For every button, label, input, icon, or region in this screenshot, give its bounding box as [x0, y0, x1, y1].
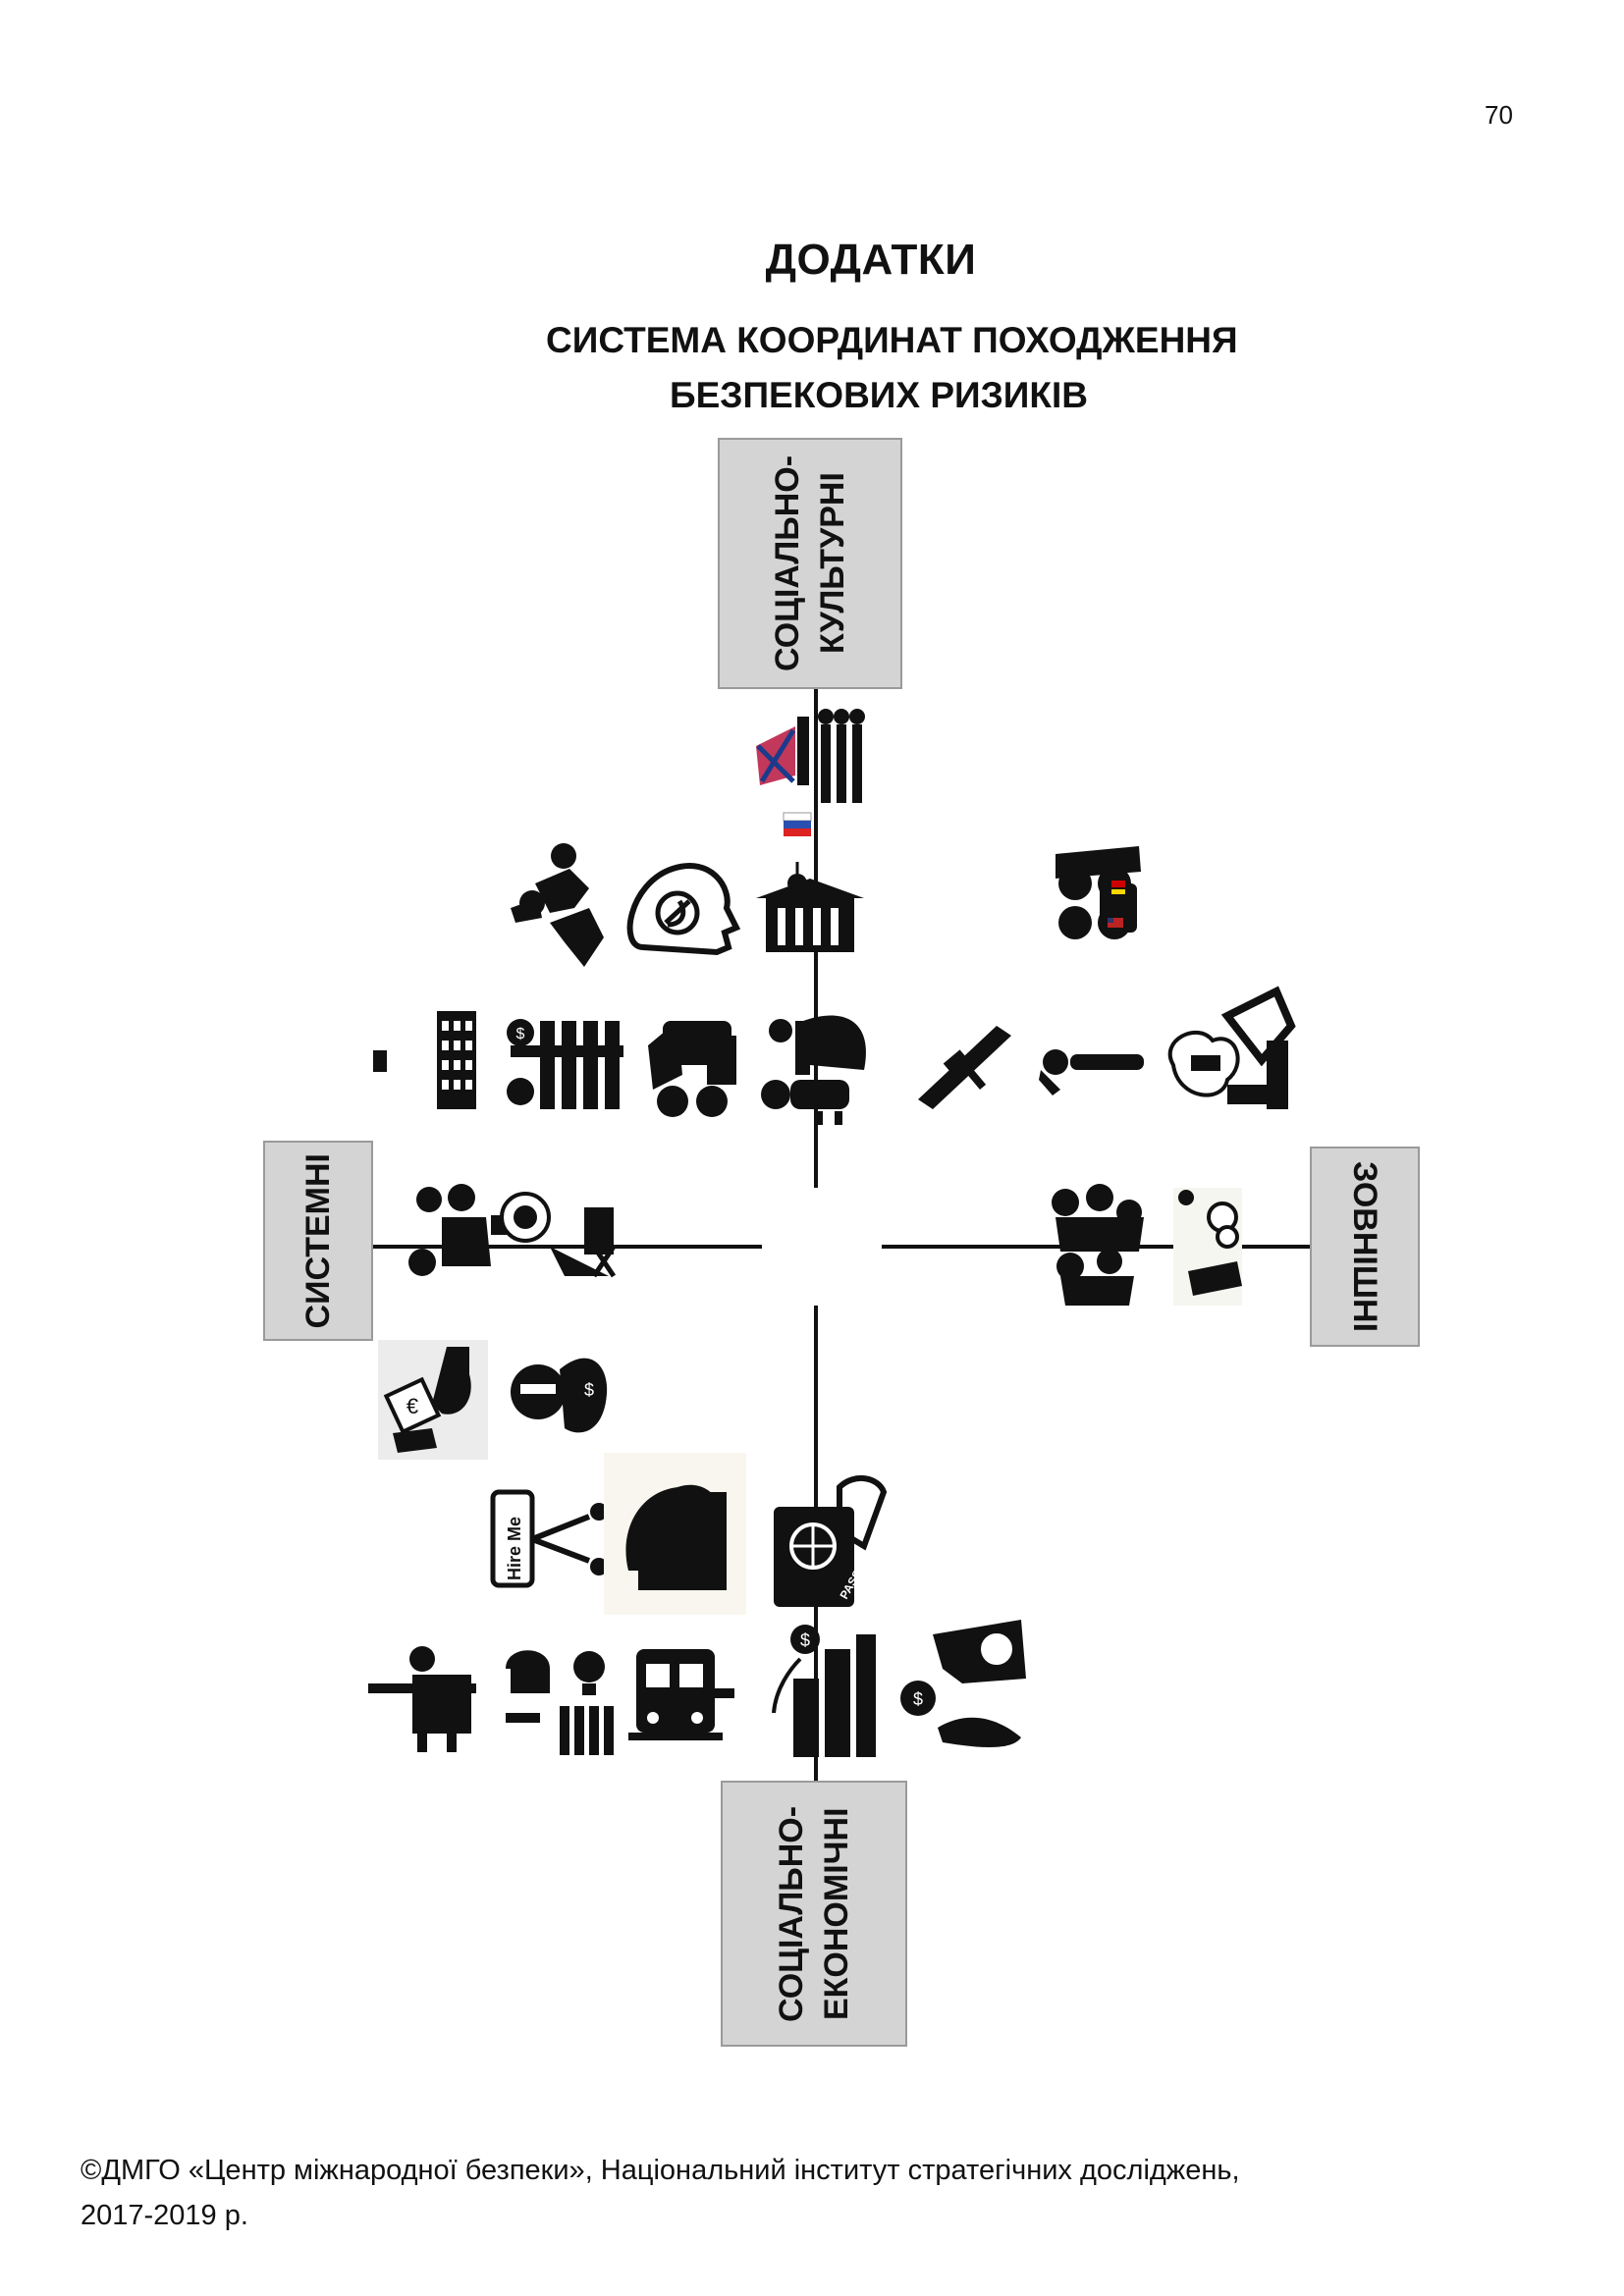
passport-globe-icon: PASSPORT — [774, 1475, 888, 1607]
dollar-label: $ — [516, 1026, 525, 1042]
axis-label-text: СИСТЕМНІ — [299, 1152, 337, 1329]
euro-label: € — [406, 1394, 418, 1418]
axis-label-systemic: СИСТЕМНІ — [263, 1141, 373, 1341]
diagram-title-line-1: СИСТЕМА КООРДИНАТ ПОХОДЖЕННЯ — [546, 320, 1238, 360]
axis-label-socio-cultural: СОЦІАЛЬНО-КУЛЬТУРНІ — [718, 438, 902, 689]
terror-explosion-icon — [1173, 1188, 1242, 1306]
dollar-label: $ — [584, 1380, 594, 1400]
corrupt-official-moneybags-icon — [408, 1184, 530, 1276]
officials-money-icon: $ — [507, 1019, 623, 1109]
dollar-label: $ — [800, 1630, 810, 1650]
migrant-crowd-icon — [1052, 1184, 1144, 1306]
copyright-footer: ©ДМГО «Центр міжнародної безпеки», Націо… — [81, 2148, 1240, 2238]
ideology-head-icon — [626, 863, 741, 956]
people-infrastructure-icon — [368, 1646, 476, 1752]
sabotage-vehicle-icon — [648, 1021, 736, 1117]
axis-label-text: СОЦІАЛЬНО-ЕКОНОМІЧНІ — [773, 1805, 855, 2022]
fighting-people-icon — [511, 843, 604, 967]
page-number: 70 — [1485, 100, 1513, 130]
parliament-building-icon — [373, 1011, 476, 1109]
footer-line-2: 2017-2019 р. — [81, 2200, 248, 2231]
cultural-costume-figures-icon — [761, 1015, 866, 1125]
train-transport-icon — [628, 1649, 734, 1740]
protest-crowd-flags-icon — [756, 709, 865, 836]
intl-negotiation-icon — [1056, 846, 1141, 939]
dollar-label: $ — [913, 1689, 923, 1709]
footer-line-1: ©ДМГО «Центр міжнародної безпеки», Націо… — [81, 2155, 1240, 2186]
soldier-rifle-icon — [918, 1026, 1011, 1109]
utilities-icon — [506, 1650, 614, 1755]
factory-pollution-icon — [604, 1453, 746, 1615]
hire-me-sign-icon: Hire Me — [490, 1489, 608, 1588]
lying-person-icon — [1039, 1049, 1144, 1095]
axis-label-text: ЗОВНІШНІ — [1346, 1160, 1383, 1333]
masked-thief-moneybag-icon: $ — [511, 1358, 608, 1433]
propaganda-broadcast-icon — [1167, 986, 1296, 1109]
hire-me-label: Hire Me — [505, 1517, 524, 1580]
church-building-icon — [756, 862, 864, 952]
axis-label-external: ЗОВНІШНІ — [1310, 1147, 1420, 1347]
economic-decline-icon: $ — [772, 1625, 876, 1757]
bribery-thought-icon — [500, 1192, 617, 1278]
euro-handover-icon: € — [378, 1340, 488, 1460]
eu-debt-icon: $ — [900, 1620, 1026, 1747]
page-title: ДОДАТКИ — [765, 236, 977, 284]
diagram-title-line-2: БЕЗПЕКОВИХ РИЗИКІВ — [670, 375, 1088, 415]
axis-label-text: СОЦІАЛЬНО-КУЛЬТУРНІ — [769, 454, 851, 672]
axis-label-socio-economic: СОЦІАЛЬНО-ЕКОНОМІЧНІ — [721, 1781, 907, 2047]
